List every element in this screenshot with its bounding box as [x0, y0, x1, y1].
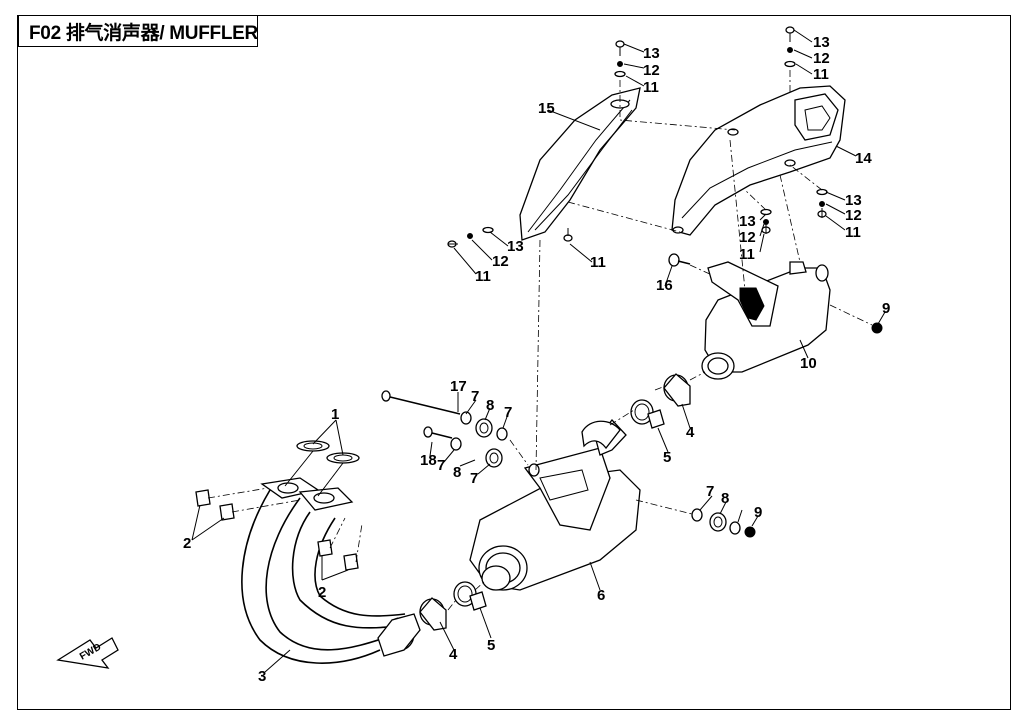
callout-6: 6: [597, 587, 605, 604]
callout-3: 3: [258, 668, 266, 685]
leader-lines: [191, 29, 886, 673]
pipe-clamp-5: [453, 399, 665, 611]
callout-7: 7: [706, 483, 714, 500]
long-bolt-17: [381, 390, 461, 415]
callout-13: 13: [813, 34, 830, 51]
callout-10: 10: [800, 355, 817, 372]
callout-11: 11: [590, 254, 606, 271]
nut-9: [744, 322, 883, 538]
callout-7: 7: [504, 404, 512, 421]
callout-11: 11: [475, 268, 491, 285]
flange-nut-2: [195, 487, 363, 571]
callout-labels: 1 2 2 3 4 4 5 5 6 7 7 7 7 7 8 8 8 9 9 10…: [183, 34, 890, 685]
rubber-bushing-8: [475, 418, 727, 532]
bolt-16: [668, 253, 691, 267]
callout-7: 7: [437, 457, 445, 474]
exhaust-header-pipe-3: [241, 477, 421, 664]
callout-7: 7: [471, 388, 479, 405]
main-muffler-6: [469, 419, 641, 591]
callout-11: 11: [739, 246, 755, 263]
callout-5: 5: [663, 449, 671, 466]
callout-4: 4: [449, 646, 458, 663]
callout-12: 12: [492, 253, 509, 270]
sleeve-gasket-4: [419, 373, 691, 631]
callout-5: 5: [487, 637, 495, 654]
callout-8: 8: [453, 464, 461, 481]
callout-4: 4: [686, 424, 695, 441]
callout-14: 14: [855, 150, 872, 167]
bolt-18: [423, 426, 453, 439]
callout-18: 18: [420, 452, 437, 469]
callout-11: 11: [813, 66, 829, 83]
callout-11: 11: [643, 79, 659, 96]
drawing-frame: [17, 15, 1011, 710]
callout-7: 7: [470, 470, 478, 487]
callout-15: 15: [538, 100, 555, 117]
callout-13: 13: [739, 213, 756, 230]
callout-1: 1: [331, 406, 339, 423]
callout-13: 13: [507, 238, 524, 255]
forward-direction-arrow: FWD: [56, 637, 119, 669]
muffler-cover-14: [671, 85, 846, 236]
callout-8: 8: [486, 397, 494, 414]
callout-12: 12: [739, 229, 756, 246]
callout-2: 2: [318, 584, 326, 601]
callout-8: 8: [721, 490, 729, 507]
gasket-1: [284, 440, 360, 497]
callout-13: 13: [845, 192, 862, 209]
callout-12: 12: [813, 50, 830, 67]
callout-12: 12: [845, 207, 862, 224]
silencer-10: [701, 261, 831, 380]
assembly-guide-lines: [447, 70, 873, 611]
page-title: F02 排气消声器/ MUFFLER: [18, 15, 258, 47]
washer-7: [450, 411, 741, 535]
callout-9: 9: [882, 300, 890, 317]
callout-13: 13: [643, 45, 660, 62]
callout-17: 17: [450, 378, 467, 395]
callout-16: 16: [656, 277, 673, 294]
callout-12: 12: [643, 62, 660, 79]
callout-11: 11: [845, 224, 861, 241]
callout-2: 2: [183, 535, 191, 552]
callout-9: 9: [754, 504, 762, 521]
